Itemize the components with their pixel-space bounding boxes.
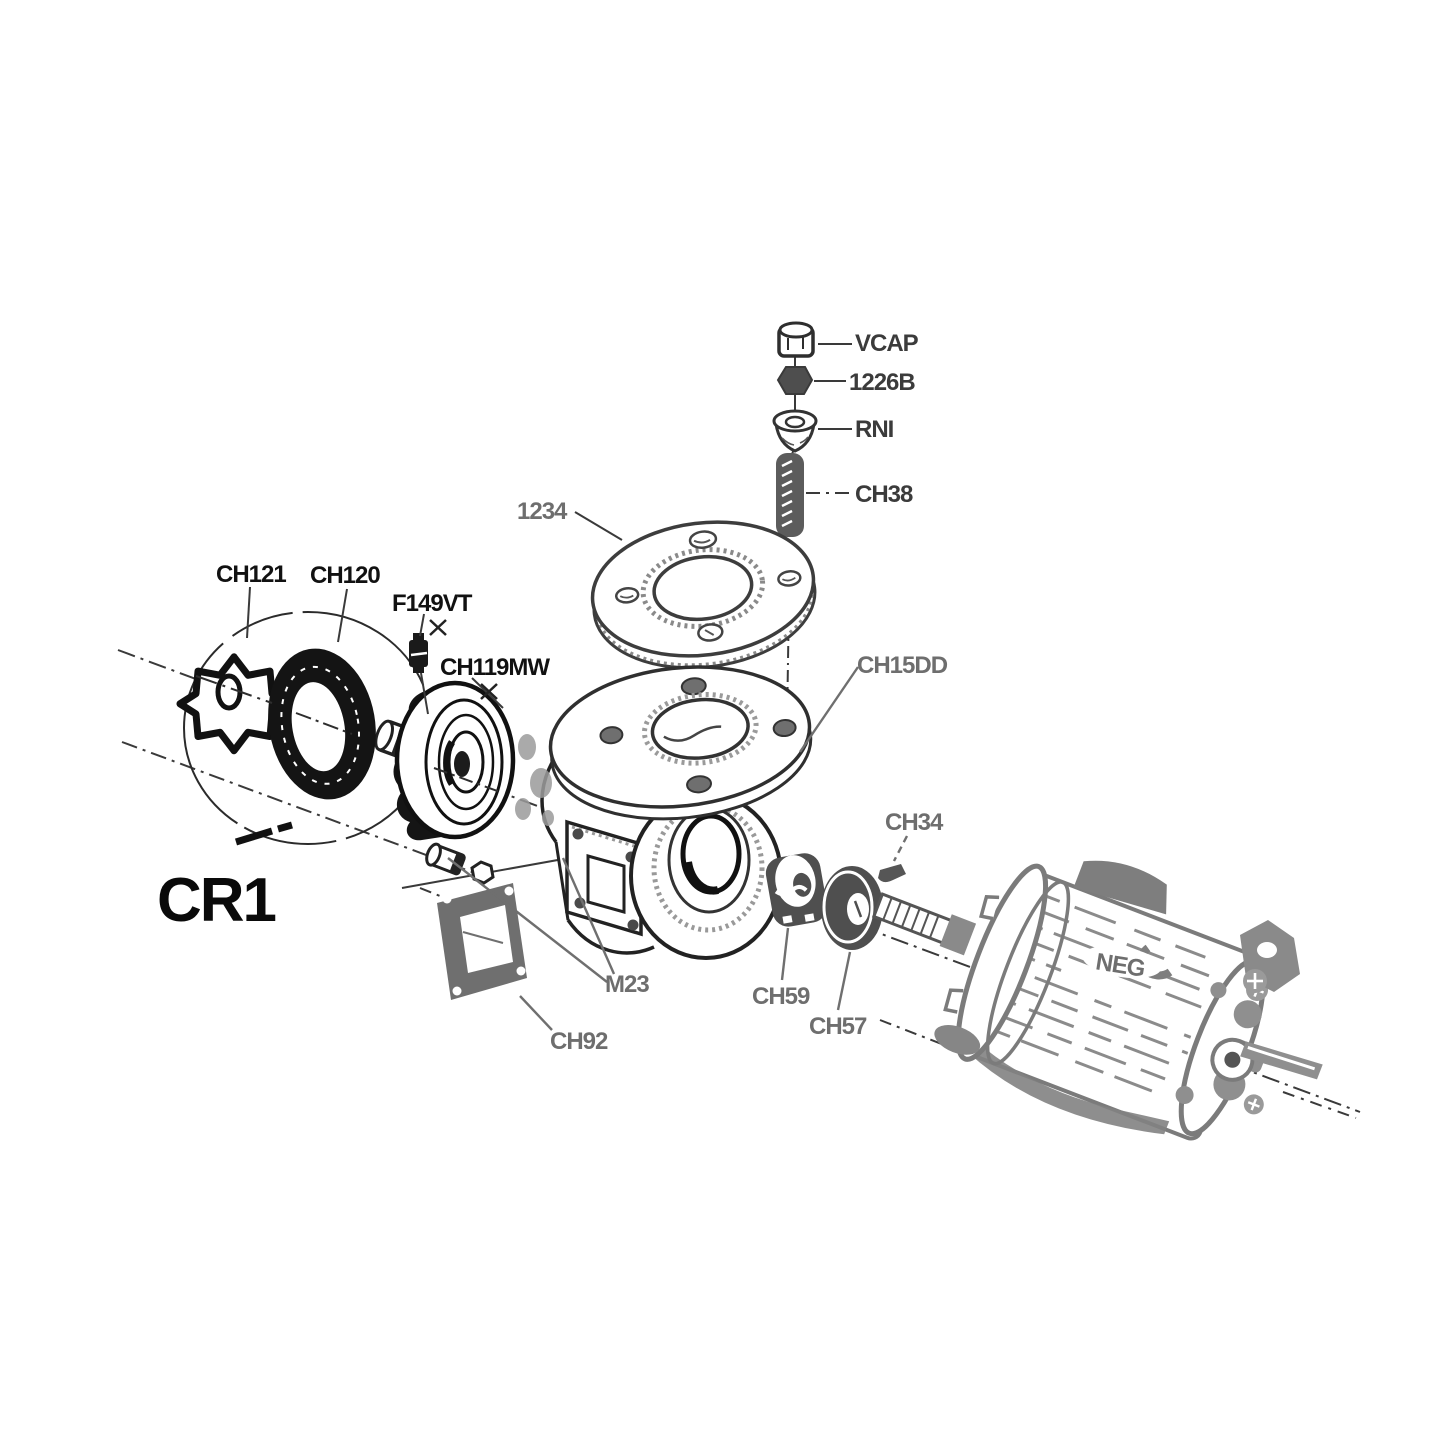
rni-part <box>772 409 818 453</box>
drain-fitting-part <box>425 842 466 876</box>
label-ch119mw: CH119MW <box>440 654 550 681</box>
label-ch59: CH59 <box>752 983 810 1010</box>
volute-opening <box>629 792 783 960</box>
label-m23: M23 <box>605 971 649 998</box>
valve-stack <box>772 321 818 725</box>
bold-dashes <box>234 821 293 846</box>
seal-ch59-part <box>765 853 828 927</box>
label-ch57: CH57 <box>809 1013 867 1040</box>
flange-ch15dd-part <box>548 665 813 821</box>
gasket-ch92-part <box>437 883 527 1000</box>
nut-1226b-part <box>776 366 814 395</box>
label-cr1: CR1 <box>157 866 276 935</box>
washer-ch57-part <box>821 866 883 950</box>
part-labels: VCAP 1226B RNI CH38 1234 CH121 CH120 F14… <box>157 330 1147 1055</box>
clip-ch34-part <box>878 864 906 883</box>
leader-lines <box>246 343 909 1031</box>
motor <box>934 860 1323 1141</box>
impeller-ch119mw-part <box>374 680 516 841</box>
motor-bracket <box>1240 920 1300 993</box>
label-ch15dd: CH15DD <box>857 652 948 679</box>
pump-housing <box>515 665 813 960</box>
label-ch38: CH38 <box>855 481 913 508</box>
label-vcap: VCAP <box>855 330 919 357</box>
label-ch92: CH92 <box>550 1028 608 1055</box>
label-ch120: CH120 <box>310 562 380 589</box>
valve-f149vt-part <box>409 633 429 715</box>
mounting-pad <box>565 819 643 937</box>
label-rni: RNI <box>855 416 894 443</box>
label-1226b: 1226B <box>849 369 915 396</box>
neg-text-backing <box>1082 945 1162 979</box>
seal-ch120-part <box>268 648 376 800</box>
spring-ch38-part <box>776 453 804 537</box>
vcap-part <box>777 321 815 358</box>
label-ch121: CH121 <box>216 561 286 588</box>
pump-shaft <box>871 892 977 956</box>
label-ch34: CH34 <box>885 809 944 836</box>
phillips-screw-icon <box>1243 1094 1264 1115</box>
gasket-1234-part <box>590 520 817 670</box>
label-f149vt: F149VT <box>392 590 473 617</box>
centerline-overlay <box>195 675 501 793</box>
label-1234: 1234 <box>517 498 568 525</box>
